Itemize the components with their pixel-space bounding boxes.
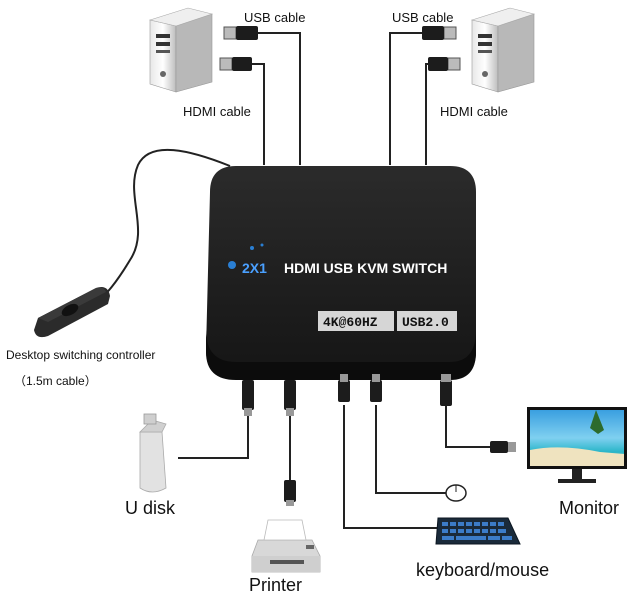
keyboard-cable (343, 405, 438, 529)
hdmi-plug-icon (490, 441, 508, 453)
udisk-cable (178, 415, 249, 459)
keyboard-mouse-label: keyboard/mouse (416, 560, 550, 580)
usb-plug-icon (242, 380, 254, 410)
pc-tower-icon (148, 7, 214, 93)
ports-badge: 2X1 (242, 260, 267, 276)
monitor-cable (445, 405, 492, 448)
usb-plug-icon (338, 380, 350, 402)
hdmi-plug-icon (428, 57, 461, 71)
keyboard-icon (435, 517, 521, 545)
controller-label: Desktop switching controller (6, 348, 156, 362)
usb-cable-right (389, 32, 424, 165)
kvm-switch: 2X1 HDMI USB KVM SWITCH 4K@60HZ USB2.0 (206, 166, 476, 380)
monitor-icon (527, 407, 627, 483)
controller-note: （1.5m cable） (14, 374, 97, 388)
controller-cable (99, 148, 231, 301)
usb-cable-left (256, 32, 301, 165)
bottom-connectors (242, 374, 516, 506)
hdmi-cable-right-label: HDMI cable (440, 104, 508, 119)
resolution-badge: 4K@60HZ (323, 315, 378, 330)
monitor-label: Monitor (559, 498, 620, 518)
hdmi-plug-icon (440, 380, 452, 406)
mouse-cable (375, 405, 446, 494)
usb-plug-icon (284, 480, 296, 502)
hdmi-plug-icon (219, 57, 252, 71)
mouse-icon (445, 484, 467, 502)
usb-flash-drive-icon (139, 413, 167, 493)
usb-badge: USB2.0 (402, 315, 449, 330)
u-disk-label: U disk (125, 498, 176, 518)
printer-label: Printer (249, 575, 303, 595)
printer-icon (251, 519, 321, 573)
usb-cable-left-label: USB cable (244, 10, 306, 25)
cables (99, 32, 492, 529)
pc-tower-icon (470, 7, 536, 93)
device-title: HDMI USB KVM SWITCH (284, 260, 447, 276)
status-led (228, 261, 236, 269)
usb-cable-right-label: USB cable (392, 10, 454, 25)
usb-plug-icon (422, 26, 457, 40)
controller-icon (34, 287, 110, 338)
hdmi-cable-right (425, 63, 430, 165)
hdmi-cable-left-label: HDMI cable (183, 104, 251, 119)
hdmi-cable-left (250, 63, 265, 165)
usb-plug-icon (223, 26, 258, 40)
usb-plug-icon (370, 380, 382, 402)
usb-plug-icon (284, 380, 296, 410)
